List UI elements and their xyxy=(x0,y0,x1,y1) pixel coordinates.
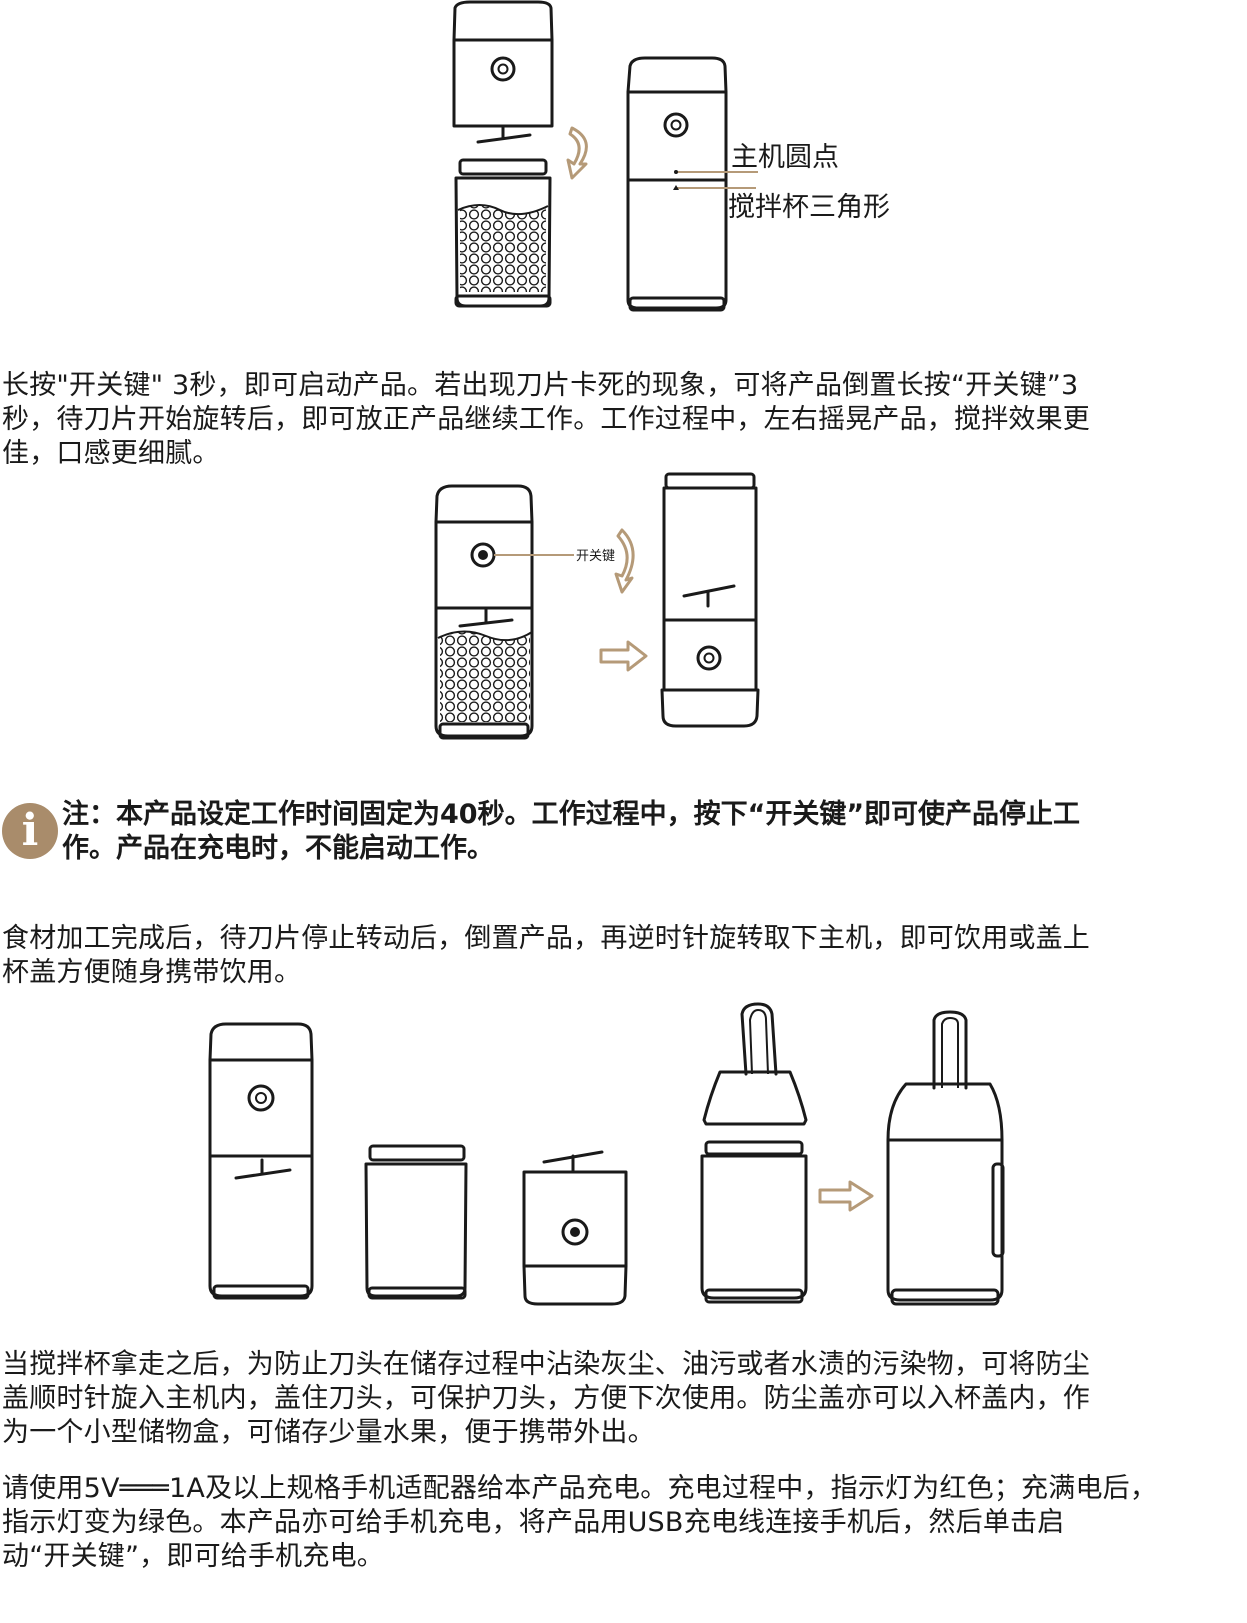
label-cup-triangle: 搅拌杯三角形 xyxy=(728,192,890,223)
blender-cup xyxy=(454,158,552,308)
figure-start: 开关键 xyxy=(434,472,760,740)
label-host-dot: 主机圆点 xyxy=(731,142,839,173)
power-button-icon xyxy=(696,645,722,671)
arrow-right-icon xyxy=(818,1180,874,1212)
instruction-start: 长按"开关键" 3秒，即可启动产品。若出现刀片卡死的现象，可将产品倒置长按“开关… xyxy=(2,370,1090,469)
travel-bottle xyxy=(886,1010,1005,1306)
instruction-charging: 请使用5V═══1A及以上规格手机适配器给本产品充电。充电过程中，指示灯为红色；… xyxy=(2,1473,1158,1572)
note-text: 注：本产品设定工作时间固定为40秒。工作过程中，按下“开关键”即可使产品停止工 … xyxy=(62,799,1081,864)
power-button-icon xyxy=(247,1084,275,1112)
info-icon: i xyxy=(2,803,58,859)
motor-unit xyxy=(452,0,554,128)
full-blender xyxy=(208,1022,314,1300)
motor-base xyxy=(522,1150,628,1306)
figure-disassembly xyxy=(208,1002,1005,1306)
blade-icon xyxy=(476,124,532,144)
power-button-icon xyxy=(561,1218,589,1246)
inverted-blender xyxy=(660,472,760,728)
arrow-right-icon xyxy=(599,640,648,672)
figure-assembly: 主机圆点 搅拌杯三角形 xyxy=(452,0,890,312)
upright-blender xyxy=(434,484,534,740)
power-button-icon xyxy=(490,56,516,82)
lid-and-cup xyxy=(700,1002,808,1304)
empty-cup xyxy=(364,1144,468,1300)
instruction-finish: 食材加工完成后，待刀片停止转动后，倒置产品，再逆时针旋转取下主机，即可饮用或盖上… xyxy=(2,923,1090,988)
rotate-arrow-icon xyxy=(566,126,588,180)
assembled-blender xyxy=(626,56,728,312)
instruction-storage: 当搅拌杯拿走之后，为防止刀头在储存过程中沾染灰尘、油污或者水渍的污染物，可将防尘… xyxy=(2,1349,1090,1448)
label-power-key: 开关键 xyxy=(576,549,615,564)
power-button-icon xyxy=(663,112,689,138)
rotate-arrow-icon xyxy=(614,528,635,594)
